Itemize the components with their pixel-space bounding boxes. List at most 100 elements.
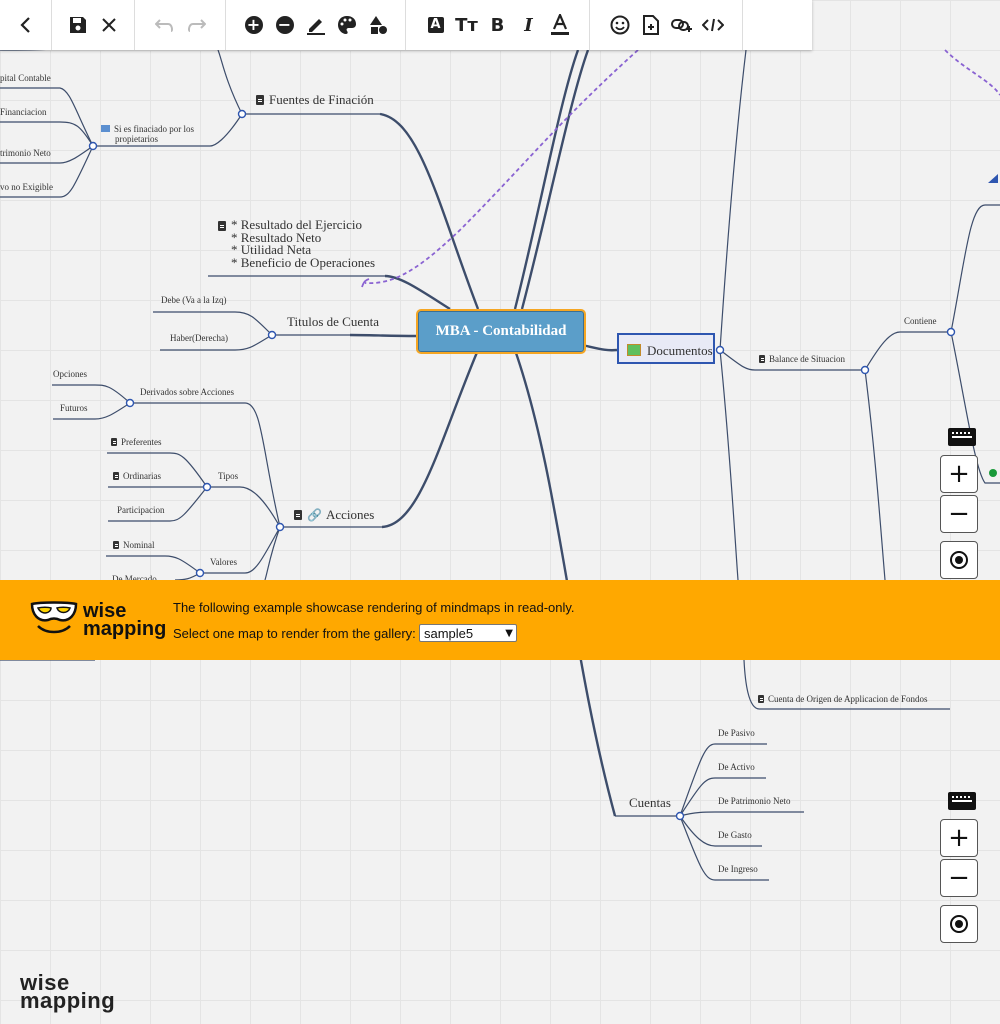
- topic-derivados[interactable]: Derivados sobre Acciones: [140, 387, 234, 397]
- center-icon[interactable]: [940, 541, 978, 579]
- connector-balance-down: [864, 369, 886, 581]
- center-icon[interactable]: [940, 905, 978, 943]
- node-handle[interactable]: [275, 522, 285, 532]
- topic-futuros[interactable]: Futuros: [60, 403, 88, 413]
- text-color-icon[interactable]: [544, 5, 575, 45]
- relationship-arrow: [361, 278, 370, 288]
- undo-icon[interactable]: [149, 5, 180, 45]
- node-handle[interactable]: [675, 811, 685, 821]
- connector-capital: [0, 87, 94, 147]
- connector-fuentes-up: [217, 49, 243, 115]
- connector-de-pasivo: [679, 743, 767, 817]
- topic-de-gasto[interactable]: De Gasto: [718, 830, 752, 840]
- note-icon: [758, 695, 764, 703]
- save-icon[interactable]: [62, 5, 93, 45]
- connector-balance: [719, 349, 865, 371]
- note-icon: [759, 355, 765, 363]
- topic-opciones[interactable]: Opciones: [53, 369, 87, 379]
- connector-doc-up: [719, 49, 747, 351]
- info-banner: wise mapping The following example showc…: [0, 580, 1000, 660]
- close-icon[interactable]: [93, 5, 124, 45]
- connector-pasivo: [0, 145, 94, 198]
- topic-patrimonio-neto[interactable]: trimonio Neto: [0, 148, 51, 158]
- topic-pasivo-no-exigible[interactable]: vo no Exigible: [0, 182, 53, 192]
- zoom-in-icon[interactable]: +: [940, 455, 978, 493]
- connector-de-ingreso: [679, 815, 769, 881]
- bold-icon[interactable]: B: [490, 14, 505, 36]
- connector-acciones-down: [264, 526, 281, 581]
- shape-icon[interactable]: [362, 5, 393, 45]
- embed-icon[interactable]: [697, 5, 728, 45]
- node-handle[interactable]: [202, 482, 212, 492]
- topic-acciones[interactable]: 🔗Acciones: [294, 508, 374, 521]
- connector-de-gasto: [679, 815, 762, 847]
- topic-nominal[interactable]: Nominal: [113, 541, 155, 550]
- editor-toolbar: + − A Tт B I: [0, 0, 812, 50]
- topic-ordinarias[interactable]: Ordinarias: [113, 472, 161, 481]
- note-icon: [256, 95, 264, 105]
- note-icon[interactable]: [635, 5, 666, 45]
- keyboard-icon[interactable]: [948, 792, 976, 810]
- central-topic[interactable]: MBA - Contabilidad: [416, 309, 586, 354]
- money-icon: [989, 469, 997, 477]
- connector-valores: [200, 526, 281, 574]
- node-handle[interactable]: [88, 141, 98, 151]
- footer-wisemapping-logo[interactable]: wise mapping: [20, 970, 116, 1013]
- emoji-icon[interactable]: [604, 5, 635, 45]
- node-handle[interactable]: [237, 109, 247, 119]
- zoom-out-icon[interactable]: −: [940, 859, 978, 897]
- chevron-down-icon: ▼: [505, 628, 513, 639]
- font-size-icon[interactable]: Tт: [455, 14, 478, 36]
- topic-participacion[interactable]: Participacion: [117, 505, 165, 515]
- topic-balance-situacion[interactable]: Balance de Situacion: [759, 355, 845, 364]
- relationship-line[interactable]: [364, 49, 639, 284]
- background-color-icon[interactable]: [331, 5, 362, 45]
- topic-titulos-de-cuenta[interactable]: Titulos de Cuenta: [287, 314, 379, 329]
- node-handle[interactable]: [715, 345, 725, 355]
- topic-de-activo[interactable]: De Activo: [718, 762, 755, 772]
- topic-cuentas[interactable]: Cuentas: [629, 795, 671, 810]
- keyboard-icon[interactable]: [948, 428, 976, 446]
- zoom-in-icon[interactable]: +: [940, 819, 978, 857]
- node-handle[interactable]: [860, 365, 870, 375]
- topic-contiene[interactable]: Contiene: [904, 316, 937, 326]
- wisemapping-logo: wise mapping: [30, 600, 166, 640]
- add-topic-icon[interactable]: +: [238, 5, 269, 45]
- back-icon[interactable]: [10, 5, 41, 45]
- italic-icon[interactable]: I: [524, 14, 533, 36]
- topic-resultado-notes[interactable]: * Resultado del Ejercicio * Resultado Ne…: [218, 218, 375, 270]
- connector-de-patrimonio: [679, 811, 804, 817]
- topic-financiacion[interactable]: Financiacion: [0, 107, 47, 117]
- connector-derivados: [130, 402, 281, 528]
- node-handle[interactable]: [195, 568, 205, 578]
- zoom-out-icon[interactable]: −: [940, 495, 978, 533]
- topic-preferentes[interactable]: Preferentes: [111, 438, 161, 447]
- node-handle[interactable]: [125, 398, 135, 408]
- topic-de-ingreso[interactable]: De Ingreso: [718, 864, 758, 874]
- topic-de-mercado[interactable]: De Mercado: [112, 574, 157, 584]
- node-handle[interactable]: [946, 327, 956, 337]
- link-icon[interactable]: [666, 5, 697, 45]
- topic-tipos[interactable]: Tipos: [218, 471, 239, 481]
- topic-fuentes-financiacion[interactable]: Fuentes de Finación: [256, 93, 374, 106]
- topic-valores[interactable]: Valores: [210, 557, 237, 567]
- node-handle[interactable]: [267, 330, 277, 340]
- topic-cuenta-origen[interactable]: Cuenta de Origen de Applicacion de Fondo…: [758, 695, 927, 704]
- relationship-line-right[interactable]: [944, 49, 1000, 96]
- topic-de-pasivo[interactable]: De Pasivo: [718, 728, 755, 738]
- topic-debe[interactable]: Debe (Va a la Izq): [161, 295, 227, 305]
- connector-doc-down: [719, 349, 739, 581]
- gallery-select[interactable]: sample5▼: [419, 624, 517, 642]
- topic-documentos[interactable]: Documentos: [617, 333, 715, 364]
- topic-de-patrimonio-neto[interactable]: De Patrimonio Neto: [718, 796, 791, 806]
- font-color-icon[interactable]: A: [420, 5, 451, 45]
- topic-haber[interactable]: Haber(Derecha): [170, 333, 228, 343]
- redo-icon[interactable]: [180, 5, 211, 45]
- delete-topic-icon[interactable]: −: [269, 5, 300, 45]
- connector-root-up2: [520, 49, 590, 310]
- connector-root-documentos: [581, 343, 618, 352]
- topic-capital-contable[interactable]: pital Contable: [0, 73, 51, 83]
- border-color-icon[interactable]: [300, 5, 331, 45]
